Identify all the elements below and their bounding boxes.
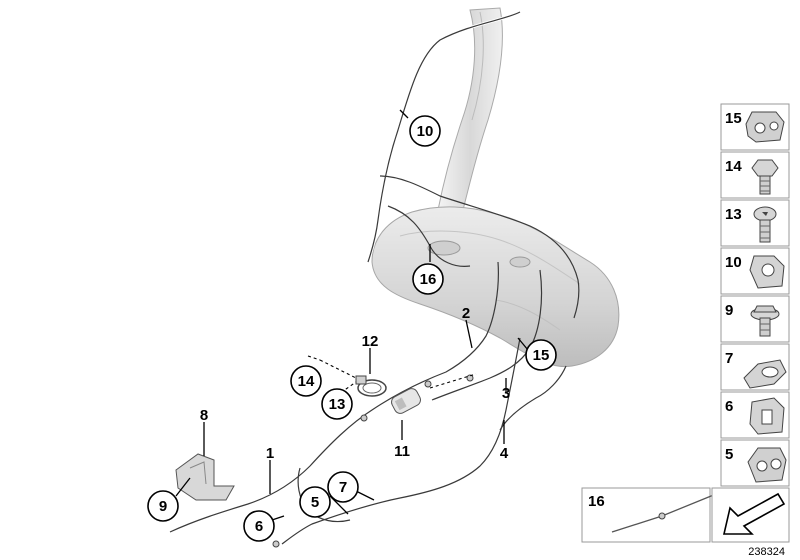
direction-arrow-box (711, 487, 790, 543)
callout-5-text: 5 (311, 494, 319, 511)
direction-arrow-icon (722, 492, 786, 535)
part-tile-13[interactable]: 13 (720, 199, 790, 247)
part-box-16[interactable]: 16 (581, 487, 719, 543)
part-tile-9[interactable]: 9 (720, 295, 790, 343)
callout-13-text: 13 (329, 396, 346, 413)
callout-9-text: 9 (159, 498, 167, 515)
callout-16[interactable]: 16 (412, 263, 444, 295)
double-clip-icon (747, 447, 787, 483)
part-tile-6[interactable]: 6 (720, 391, 790, 439)
part-number-14: 14 (725, 158, 742, 175)
callout-14-text: 14 (298, 373, 315, 390)
callout-15-text: 15 (533, 347, 550, 364)
label-11: 11 (394, 443, 410, 460)
part-number-6: 6 (725, 398, 733, 415)
part-number-10: 10 (725, 254, 742, 271)
flange-bolt-icon (750, 305, 780, 337)
label-4: 4 (500, 445, 509, 462)
callout-6[interactable]: 6 (243, 510, 275, 542)
part-tile-15[interactable]: 15 (720, 103, 790, 151)
callout-13[interactable]: 13 (321, 388, 353, 420)
pipe-clip-icon (749, 255, 785, 289)
callout-6-text: 6 (255, 518, 263, 535)
parts-panel: 15 14 13 (720, 103, 790, 487)
label-8: 8 (200, 407, 208, 424)
fuel-tank (371, 7, 620, 368)
callout-14[interactable]: 14 (290, 365, 322, 397)
callout-7[interactable]: 7 (327, 471, 359, 503)
part-number-5: 5 (725, 446, 733, 463)
label-1: 1 (266, 445, 274, 462)
callout-10[interactable]: 10 (409, 115, 441, 147)
label-2: 2 (462, 305, 470, 322)
part-number-7: 7 (725, 350, 733, 367)
part-number-15: 15 (725, 110, 742, 127)
part-number-9: 9 (725, 302, 733, 319)
part-number-16: 16 (588, 493, 605, 510)
fuel-lines (169, 10, 580, 548)
callout-7-text: 7 (339, 479, 347, 496)
clip-multi-icon (745, 111, 785, 143)
label-12: 12 (362, 333, 379, 350)
hose-clip-icon (743, 359, 787, 389)
part-tile-5[interactable]: 5 (720, 439, 790, 487)
torx-bolt-icon (753, 206, 777, 243)
label-3: 3 (502, 385, 510, 402)
callout-5[interactable]: 5 (299, 486, 331, 518)
callout-9[interactable]: 9 (147, 490, 179, 522)
hose-clamp (355, 375, 387, 397)
part-tile-7[interactable]: 7 (720, 343, 790, 391)
callout-10-text: 10 (417, 123, 434, 140)
bracket (175, 453, 235, 501)
part-number-13: 13 (725, 206, 742, 223)
fuel-filter (391, 388, 421, 414)
part-tile-10[interactable]: 10 (720, 247, 790, 295)
hex-bolt-icon (751, 159, 779, 195)
diagram-id: 238324 (748, 546, 785, 558)
callout-15[interactable]: 15 (525, 339, 557, 371)
callout-16-text: 16 (420, 271, 437, 288)
part-tile-14[interactable]: 14 (720, 151, 790, 199)
holder-clip-icon (749, 397, 785, 435)
